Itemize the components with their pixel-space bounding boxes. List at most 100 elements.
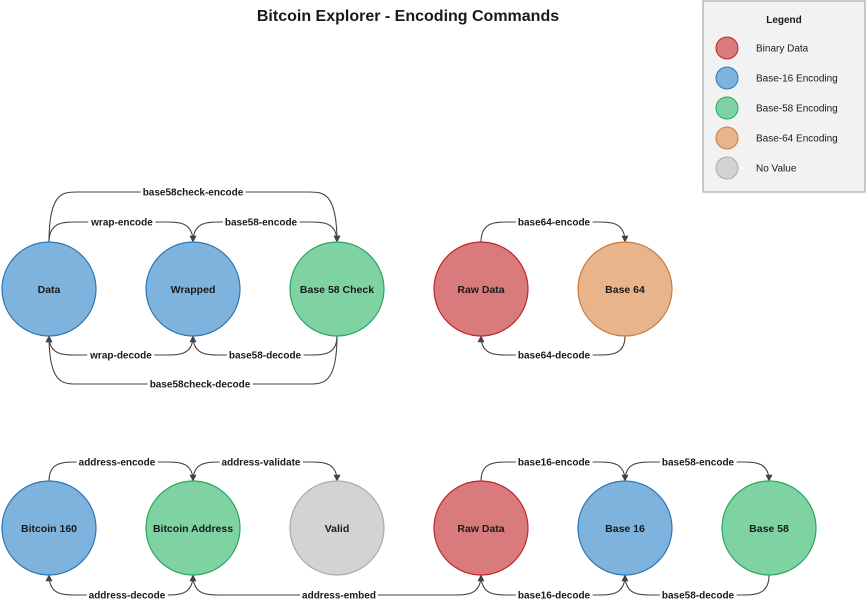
node-b58check: Base 58 Check — [289, 241, 385, 337]
edge-label-bg — [219, 456, 303, 470]
legend-label: Base-16 Encoding — [756, 74, 838, 85]
edges-layer: base58check-encode wrap-encode base58-enco… — [45, 186, 773, 603]
legend-swatch — [715, 96, 739, 120]
legend-item: Base-16 Encoding — [715, 66, 838, 90]
edge-label-bg — [659, 456, 737, 470]
node-circle — [145, 480, 241, 576]
edge-label-bg — [222, 216, 300, 230]
edge-label-bg — [76, 456, 158, 470]
node-label: Bitcoin Address — [153, 523, 233, 535]
edge-label-bg — [226, 349, 304, 363]
edge-label-bg — [515, 589, 593, 603]
legend-label: No Value — [756, 164, 797, 175]
node-circle — [577, 241, 673, 337]
node-circle — [289, 241, 385, 337]
node-data: Data — [1, 241, 97, 337]
node-circle — [577, 480, 673, 576]
node-raw2: Raw Data — [433, 480, 529, 576]
edge-label: wrap-decode — [89, 351, 152, 362]
legend-swatch — [715, 66, 739, 90]
edge-label-bg — [88, 216, 156, 230]
node-label: Base 16 — [605, 523, 645, 535]
edge-label-bg — [515, 216, 593, 230]
edge-address-decode: address-decode — [45, 574, 194, 603]
edge-label: base58-encode — [225, 218, 298, 229]
node-label: Base 58 Check — [300, 284, 374, 296]
node-circle — [433, 480, 529, 576]
edge-label: address-encode — [79, 458, 156, 469]
node-label: Base 64 — [605, 284, 645, 296]
edge-label: base58check-encode — [143, 188, 244, 199]
node-label: Bitcoin 160 — [21, 523, 77, 535]
edge-label-bg — [147, 378, 253, 392]
node-b58: Base 58 — [721, 480, 817, 576]
edge-base16-decode: base16-decode — [477, 574, 626, 603]
edge-label-bg — [515, 349, 593, 363]
node-circle — [433, 241, 529, 337]
node-circle — [721, 480, 817, 576]
edge-label: base58-decode — [662, 591, 735, 602]
legend-swatch — [715, 36, 739, 60]
legend-label: Binary Data — [756, 44, 809, 55]
edge-base58-encode: base58-encode — [192, 216, 341, 243]
node-circle — [145, 241, 241, 337]
edge-wrap-encode: wrap-encode — [48, 216, 197, 243]
node-btcaddr: Bitcoin Address — [145, 480, 241, 576]
legend-item: Binary Data — [715, 36, 809, 60]
edge-label-bg — [515, 456, 593, 470]
edge-wrap-decode: wrap-decode — [45, 335, 194, 363]
edge-address-embed: address-embed — [189, 574, 482, 603]
edge-base58-decode: base58-decode — [189, 335, 338, 363]
edge-label: base58-decode — [229, 351, 302, 362]
node-label: Raw Data — [457, 284, 504, 296]
edge-base16-encode: base16-encode — [480, 456, 629, 482]
node-raw1: Raw Data — [433, 241, 529, 337]
edge-address-encode: address-encode — [48, 456, 197, 482]
edge-label: address-decode — [89, 591, 166, 602]
edge-address-validate: address-validate — [192, 456, 341, 482]
edge-label: wrap-encode — [90, 218, 153, 229]
diagram-title: Bitcoin Explorer - Encoding Commands — [257, 8, 559, 25]
edge-label-bg — [659, 589, 737, 603]
edge-label-bg — [300, 589, 378, 603]
edge-base58check-encode: base58check-encode — [48, 186, 341, 243]
edge-base58-encode: base58-encode — [624, 456, 773, 482]
edge-label: base64-decode — [518, 351, 591, 362]
node-label: Raw Data — [457, 523, 504, 535]
edge-label-bg — [140, 186, 246, 200]
edge-label: address-embed — [302, 591, 376, 602]
legend-title: Legend — [766, 15, 802, 26]
legend-swatch — [715, 126, 739, 150]
node-label: Valid — [325, 523, 350, 535]
edge-label: base58-encode — [662, 458, 735, 469]
node-label: Wrapped — [171, 284, 216, 296]
node-b64: Base 64 — [577, 241, 673, 337]
node-label: Data — [38, 284, 61, 296]
edge-label: address-validate — [222, 458, 301, 469]
edge-label: base16-encode — [518, 458, 591, 469]
edge-label: base64-encode — [518, 218, 591, 229]
node-circle — [1, 480, 97, 576]
legend-label: Base-64 Encoding — [756, 134, 838, 145]
node-wrapped: Wrapped — [145, 241, 241, 337]
node-label: Base 58 — [749, 523, 789, 535]
edge-base64-encode: base64-encode — [480, 216, 629, 243]
legend-swatch — [715, 156, 739, 180]
edge-label-bg — [86, 589, 168, 603]
edge-base58check-decode: base58check-decode — [45, 335, 338, 392]
node-b16: Base 16 — [577, 480, 673, 576]
node-btc160: Bitcoin 160 — [1, 480, 97, 576]
edge-label: base16-decode — [518, 591, 591, 602]
legend-label: Base-58 Encoding — [756, 104, 838, 115]
node-circle — [289, 480, 385, 576]
edge-label: base58check-decode — [150, 380, 251, 391]
legend-item: Base-58 Encoding — [715, 96, 838, 120]
legend-item: No Value — [715, 156, 797, 180]
edge-base64-decode: base64-decode — [477, 335, 626, 363]
node-circle — [1, 241, 97, 337]
node-valid: Valid — [289, 480, 385, 576]
